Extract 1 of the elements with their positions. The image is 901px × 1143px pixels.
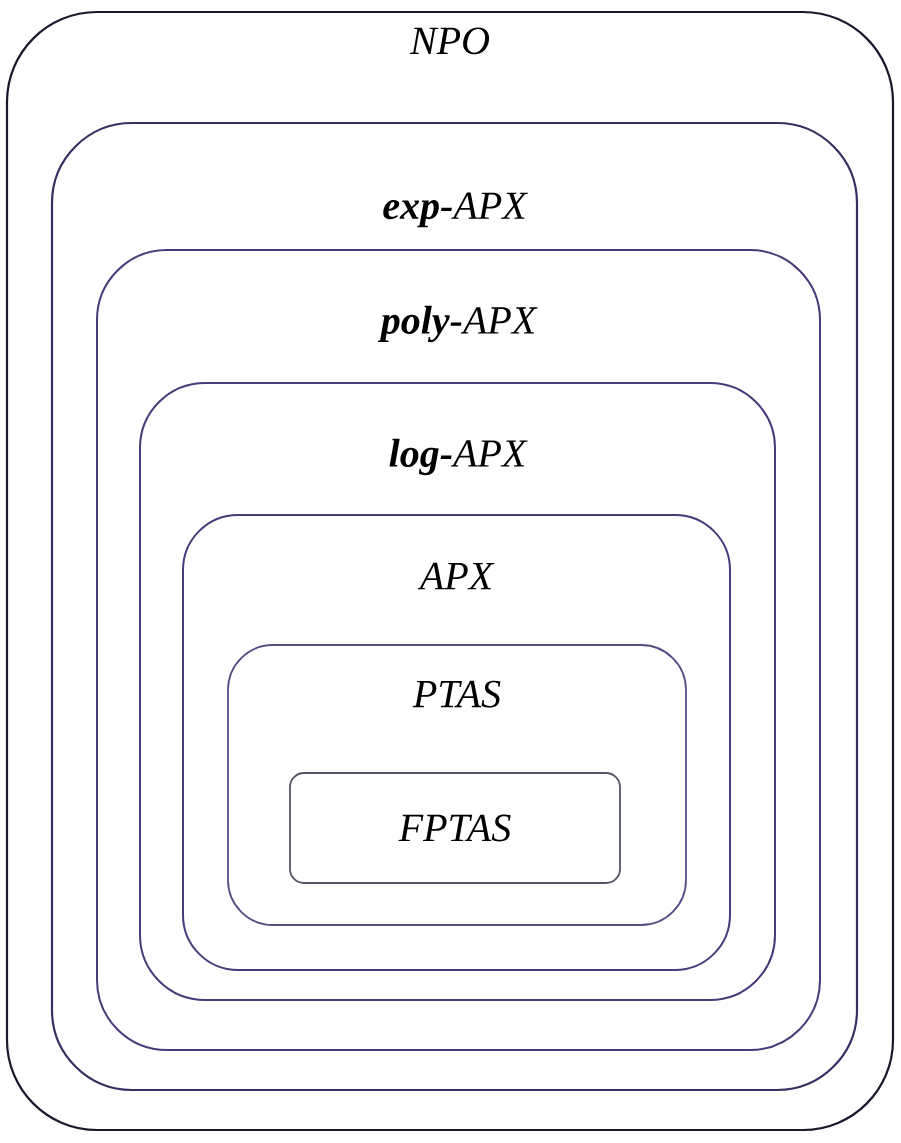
nested-box: FPTAS: [289, 772, 621, 884]
